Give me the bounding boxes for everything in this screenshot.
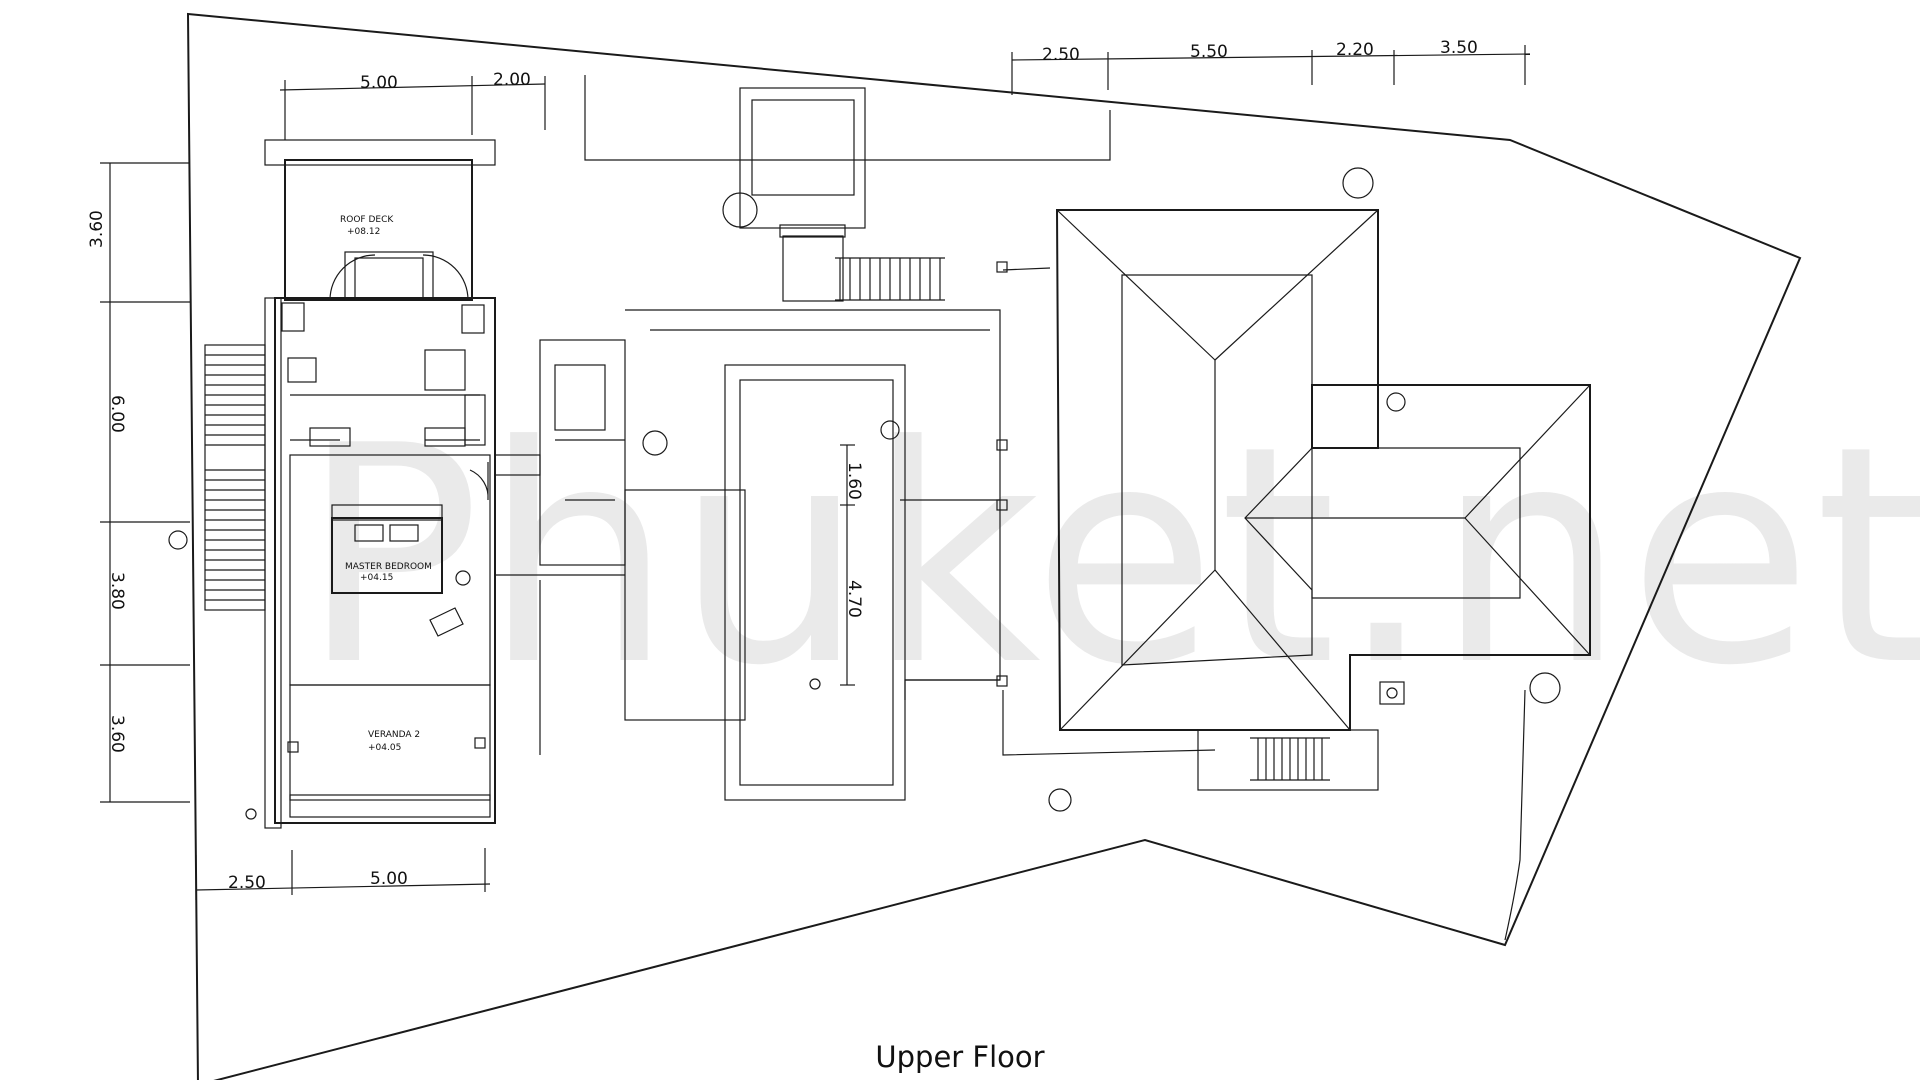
north-entrance [584,75,1374,302]
plan-caption: Upper Floor [875,1040,1045,1074]
dimension-line-bottom-left [195,848,491,900]
dim-left-3: 3.80 [107,572,127,610]
east-stairs [1048,392,1561,812]
dim-bottom-left-1: 2.50 [228,873,266,893]
dim-top-right-1: 2.50 [1042,45,1080,65]
roof-deck-label: ROOF DECK [340,215,394,225]
pool-dimension [840,444,855,686]
dim-top-left-2: 2.00 [493,70,531,90]
dimension-line-top-left [279,76,546,140]
dim-top-left-1: 5.00 [360,73,398,93]
dim-top-right-3: 2.20 [1336,40,1374,60]
veranda-label: VERANDA 2 [368,730,420,740]
dimension-line-left [100,162,190,803]
dim-pool-2: 4.70 [844,580,864,618]
dimension-line-top-right [1011,45,1531,95]
dim-left-2: 6.00 [107,395,127,433]
stair-core [494,339,626,755]
dim-pool-1: 1.60 [844,462,864,500]
master-bedroom-label: MASTER BEDROOM [345,562,432,572]
site-boundary [186,12,1802,1080]
roof-deck [264,139,496,301]
master-bedroom-level: +04.15 [360,573,393,583]
west-stairs [168,344,266,611]
dim-top-right-2: 5.50 [1190,42,1228,62]
roof-deck-level: +08.12 [347,227,380,237]
dim-left-4: 3.60 [107,715,127,753]
dim-left-1: 3.60 [87,210,107,248]
dim-top-right-4: 3.50 [1440,38,1478,58]
site-curve [1504,689,1526,941]
veranda-level: +04.05 [368,743,401,753]
dim-bottom-left-2: 5.00 [370,869,408,889]
central-terrace [624,261,1216,801]
